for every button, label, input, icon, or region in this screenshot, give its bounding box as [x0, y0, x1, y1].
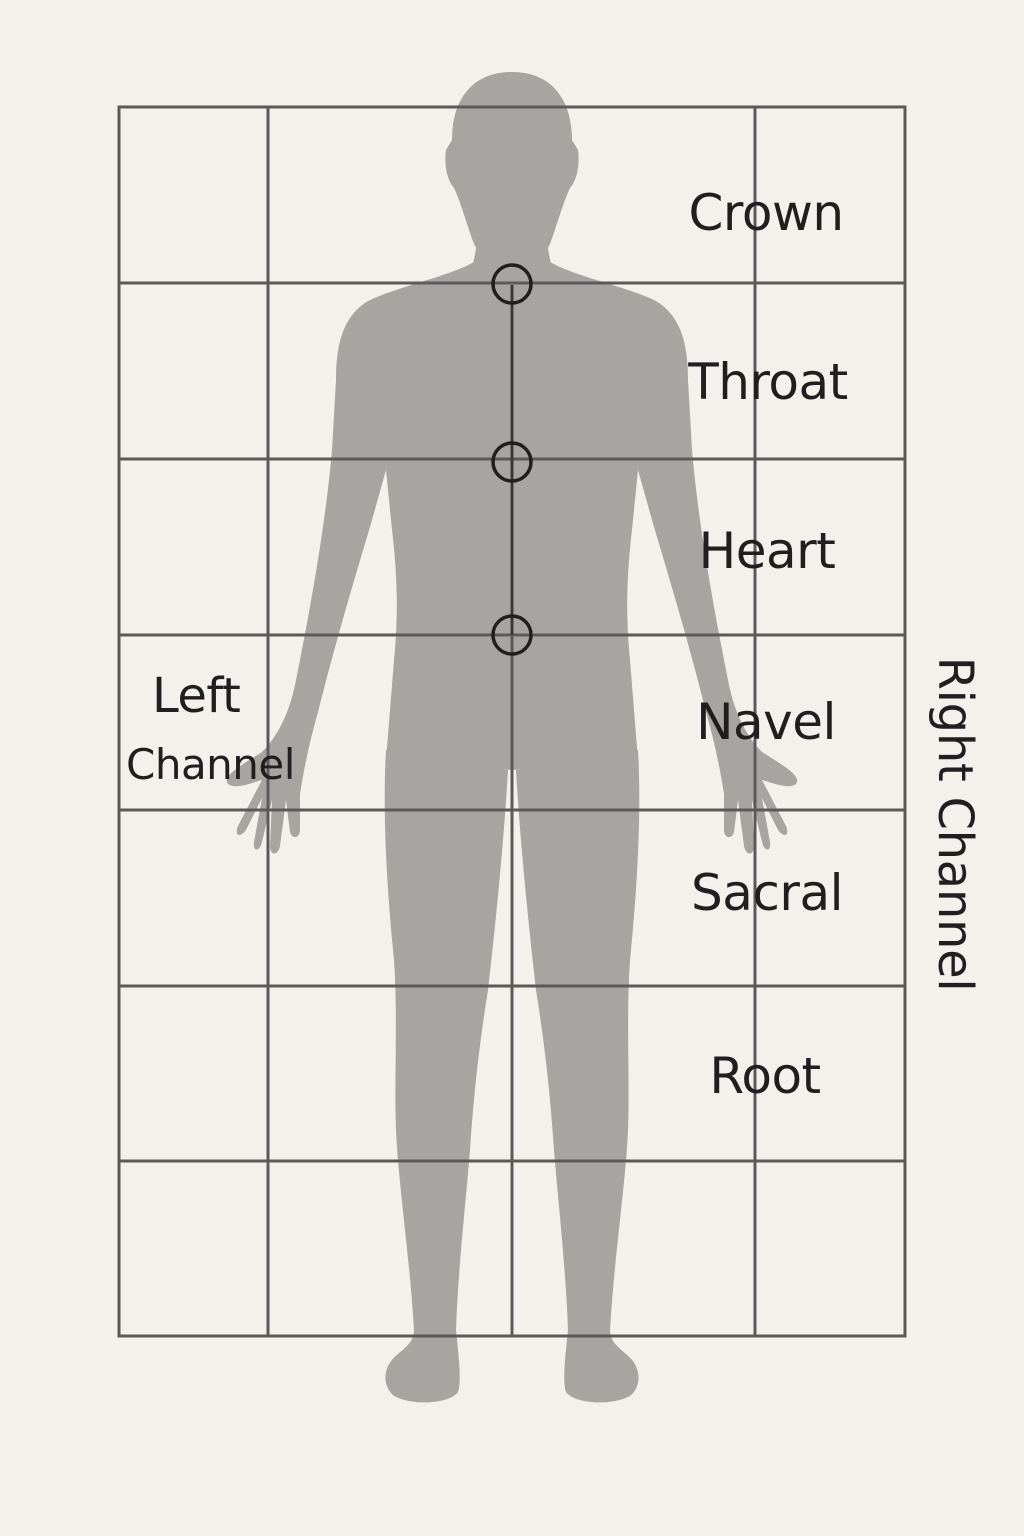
right-channel-label: Right Channel [927, 656, 983, 992]
channel-node [491, 441, 533, 483]
left-channel-label-line2: Channel [126, 740, 295, 789]
center-label-crown: Crown [688, 184, 844, 242]
channel-node [491, 263, 533, 305]
silhouette-right-leg [516, 750, 640, 1403]
center-label-throat: Throat [688, 353, 848, 411]
silhouette-left-leg [384, 750, 508, 1403]
channel-node [491, 614, 533, 656]
center-label-sacral: Sacral [691, 864, 843, 922]
silhouette-head [445, 72, 579, 270]
center-label-heart: Heart [698, 522, 836, 580]
central-channel [491, 263, 533, 656]
left-channel-label-line1: Left [152, 668, 241, 724]
center-label-root: Root [709, 1047, 821, 1105]
center-label-navel: Navel [696, 693, 836, 751]
